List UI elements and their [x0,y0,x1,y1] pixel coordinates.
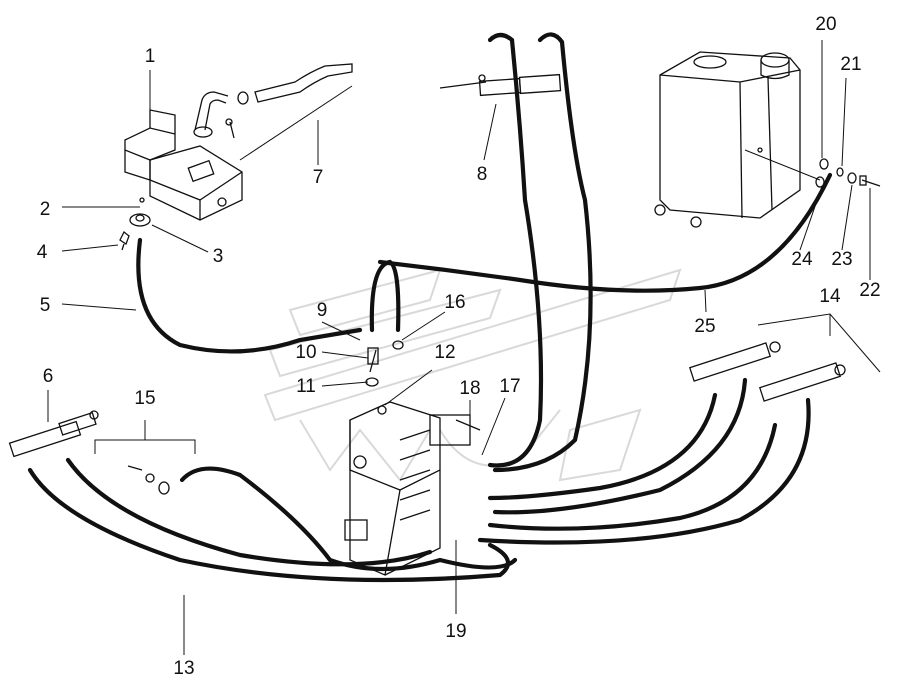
callout-9: 9 [317,300,328,321]
filter-housing [124,109,243,221]
cylinder-6 [8,410,99,458]
callout-12: 12 [434,342,455,363]
callout-10: 10 [295,342,316,363]
callout-19: 19 [445,621,466,642]
return-tube [193,63,353,139]
callout-4: 4 [37,242,48,263]
callout-11: 11 [296,376,316,397]
callout-1: 1 [145,46,156,67]
callout-2: 2 [40,199,51,220]
callout-22: 22 [859,280,880,301]
callout-25: 25 [694,316,715,337]
hose-5 [136,237,363,354]
hose-14-d [477,397,811,545]
hose-14-b [492,377,748,515]
cylinders-14 [688,341,846,402]
callout-20: 20 [815,14,836,35]
hose-25 [377,172,833,293]
filter-fittings [119,197,151,251]
hose-cyl8-b [492,32,593,473]
callout-24: 24 [791,249,813,270]
hose-15 [179,466,518,572]
callout-3: 3 [213,246,224,267]
watermark-logo [263,268,682,482]
callout-5: 5 [40,295,51,316]
callout-21: 21 [840,54,861,75]
callout-6: 6 [43,366,54,387]
callout-8: 8 [477,164,488,185]
hose-14-c [487,422,778,531]
bolt-18 [455,419,481,431]
hose-14-a [487,392,718,501]
leader-lines [47,40,881,655]
fittings-15 [127,465,170,495]
callout-13: 13 [173,658,194,679]
callout-18: 18 [459,378,480,399]
callout-14: 14 [819,286,841,307]
control-valve [344,340,471,576]
callout-23: 23 [831,249,852,270]
hydraulic-tank [654,51,801,228]
tank-fittings [744,149,881,188]
callout-7: 7 [313,167,324,188]
hose-13-b [65,457,433,567]
cylinder-8 [439,73,562,97]
hose-cyl8-a [487,32,544,468]
callout-15: 15 [134,388,155,409]
hose-13-a [27,467,511,583]
callout-17: 17 [499,376,520,397]
callout-16: 16 [444,292,465,313]
